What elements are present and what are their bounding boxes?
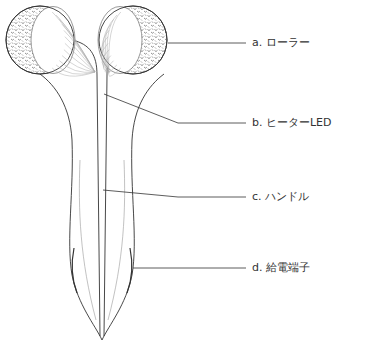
power-terminal bbox=[127, 248, 132, 293]
handle-seam bbox=[108, 160, 125, 320]
fan-line bbox=[52, 68, 95, 76]
leader-lines bbox=[103, 43, 246, 268]
roller-outline bbox=[99, 6, 167, 74]
fan-line bbox=[65, 37, 95, 72]
power-terminal bbox=[72, 248, 77, 293]
fan-line bbox=[109, 12, 121, 72]
roller-face bbox=[98, 7, 142, 74]
fan-line bbox=[62, 24, 95, 72]
fan-line bbox=[59, 19, 95, 72]
part-label: a. ローラー bbox=[252, 35, 310, 51]
fan-line bbox=[64, 30, 95, 72]
leader-line bbox=[104, 94, 246, 123]
handle-seam bbox=[79, 160, 96, 320]
roller-fan-lines bbox=[52, 12, 121, 76]
fan-line bbox=[64, 50, 95, 72]
roller-texture bbox=[99, 6, 167, 74]
handle-seam bbox=[104, 40, 132, 336]
fan-line bbox=[56, 65, 95, 74]
fan-line bbox=[103, 56, 111, 72]
fan-line bbox=[52, 12, 95, 72]
leader-line bbox=[168, 43, 246, 44]
fan-line bbox=[102, 50, 109, 72]
fan-line bbox=[105, 61, 113, 73]
fan-line bbox=[62, 56, 95, 72]
part-label: d. 給電端子 bbox=[252, 260, 310, 276]
leader-line bbox=[103, 190, 246, 197]
part-label: c. ハンドル bbox=[252, 189, 309, 205]
fan-line bbox=[107, 15, 117, 72]
part-label: b. ヒーターLED bbox=[252, 115, 332, 131]
fan-line bbox=[101, 43, 109, 72]
fan-line bbox=[109, 68, 121, 76]
handle-outline bbox=[40, 74, 164, 340]
fan-line bbox=[56, 15, 95, 72]
handle-seam bbox=[72, 40, 100, 336]
roller-texture bbox=[6, 6, 74, 74]
fan-line bbox=[102, 30, 109, 72]
roller-body bbox=[6, 6, 167, 340]
leader-line bbox=[133, 268, 246, 269]
roller-outline bbox=[6, 6, 74, 74]
fan-line bbox=[59, 61, 95, 73]
